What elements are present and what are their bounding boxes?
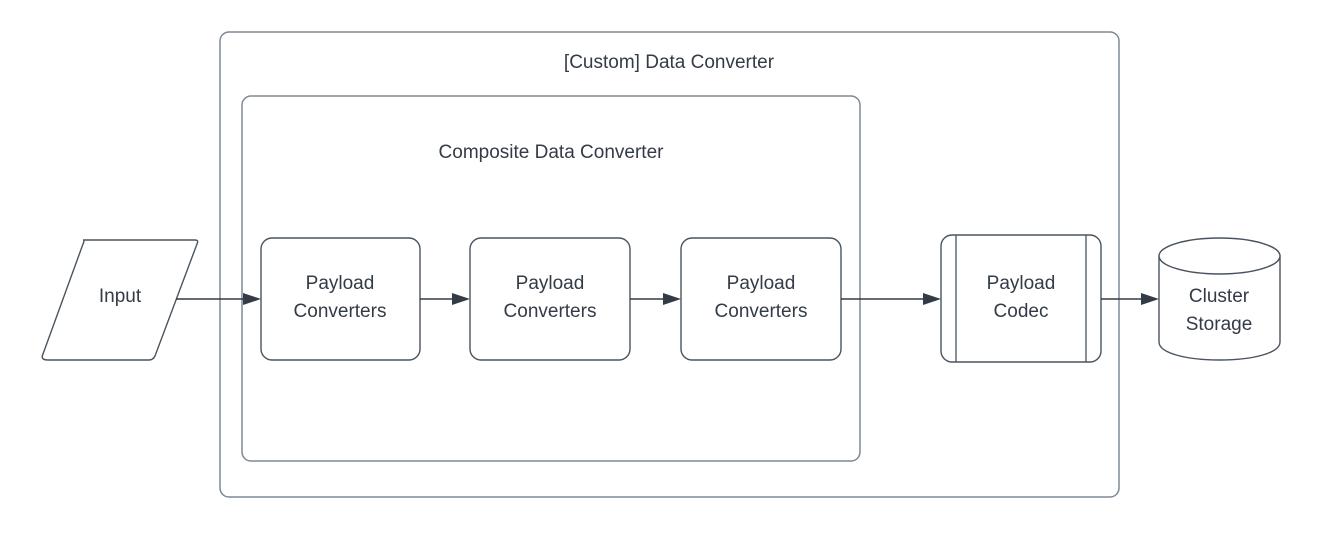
node-payload-converters-2-label-line1: Payload [516, 273, 585, 294]
node-cluster-storage-label-line2: Storage [1186, 314, 1253, 335]
node-payload-codec-label-line1: Payload [987, 273, 1056, 294]
node-payload-converters-1-shape [260, 237, 421, 361]
node-payload-converters-2-label-line2: Converters [504, 301, 597, 322]
node-cluster-storage-top-cap [1158, 237, 1281, 275]
connector-input-to-converters-1-arrowhead [243, 293, 261, 305]
connector-converters-2-to-converters-3 [630, 293, 681, 305]
container-custom-data-converter-title: [Custom] Data Converter [564, 52, 775, 73]
node-payload-converters-2[interactable]: Payload Converters [469, 237, 631, 361]
connector-converters-2-to-converters-3-arrowhead [663, 293, 681, 305]
container-composite-data-converter-border [241, 95, 861, 462]
node-payload-converters-3-shape [680, 237, 842, 361]
node-payload-codec-shape [940, 234, 1102, 363]
node-payload-codec-label-line2: Codec [994, 301, 1049, 322]
node-input-label: Input [99, 286, 142, 307]
connector-codec-to-storage [1101, 293, 1159, 305]
node-cluster-storage-body [1158, 255, 1281, 361]
connector-converters-3-to-codec-arrowhead [923, 293, 941, 305]
node-payload-converters-2-shape [469, 237, 631, 361]
connector-converters-3-to-codec [841, 293, 941, 305]
node-input[interactable]: Input [41, 239, 199, 361]
container-custom-data-converter-border [219, 31, 1120, 498]
node-payload-converters-1-label-line2: Converters [294, 301, 387, 322]
connector-input-to-converters-1 [176, 293, 261, 305]
node-cluster-storage-label-line1: Cluster [1189, 286, 1250, 307]
connector-codec-to-storage-arrowhead [1141, 293, 1159, 305]
node-payload-converters-3-label-line1: Payload [727, 273, 796, 294]
connector-converters-1-to-converters-2 [420, 293, 470, 305]
node-payload-converters-3[interactable]: Payload Converters [680, 237, 842, 361]
container-composite-data-converter[interactable]: Composite Data Converter [241, 95, 861, 462]
node-payload-converters-1[interactable]: Payload Converters [260, 237, 421, 361]
node-cluster-storage[interactable]: Cluster Storage [1158, 237, 1281, 361]
connector-converters-1-to-converters-2-arrowhead [452, 293, 470, 305]
node-payload-converters-3-label-line2: Converters [715, 301, 808, 322]
node-payload-converters-1-label-line1: Payload [306, 273, 375, 294]
container-custom-data-converter[interactable]: [Custom] Data Converter [219, 31, 1120, 498]
container-composite-data-converter-title: Composite Data Converter [439, 142, 665, 163]
node-input-shape [41, 239, 199, 361]
node-payload-codec[interactable]: Payload Codec [940, 234, 1102, 363]
